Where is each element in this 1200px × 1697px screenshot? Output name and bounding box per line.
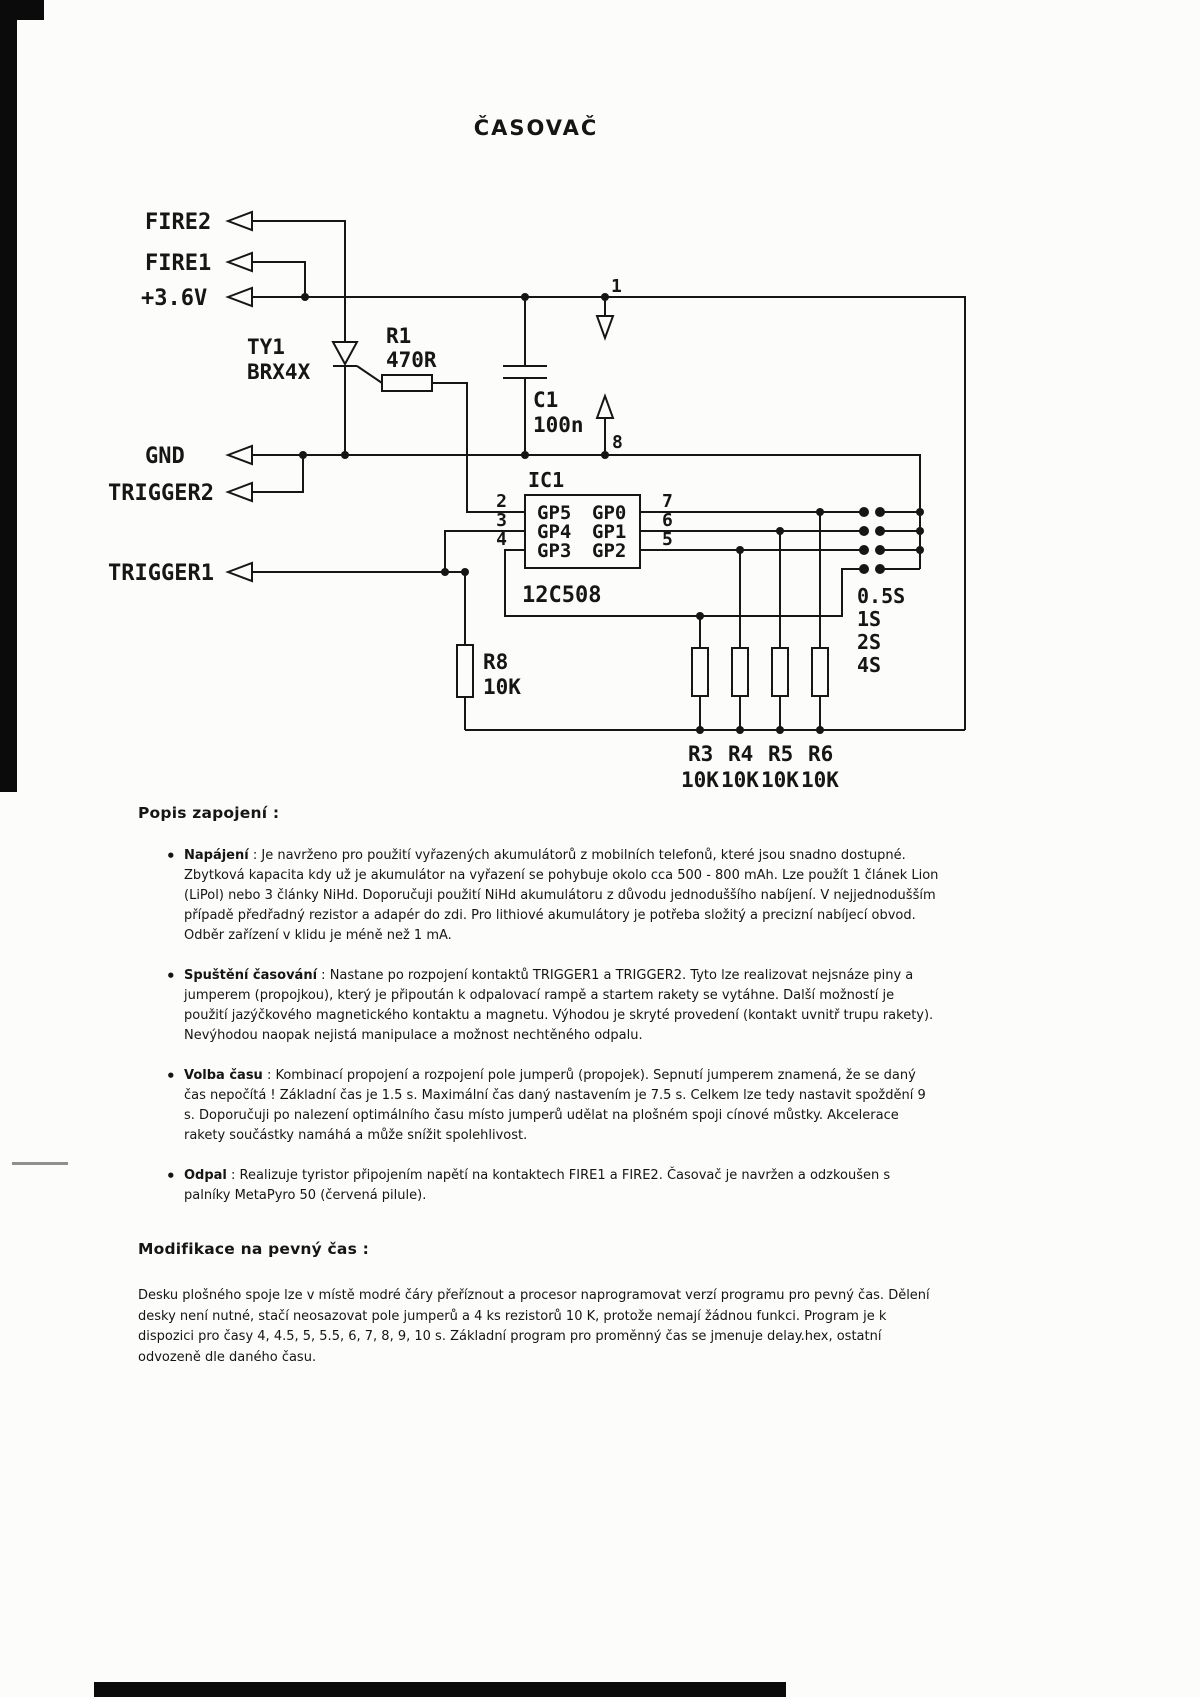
scan-artifact-left-strip [0, 0, 17, 792]
wire-v36-rail [252, 296, 966, 730]
label-jumper-1s: 1S [857, 607, 881, 631]
bullet-marker: • [166, 847, 176, 865]
r5-body [771, 647, 789, 697]
scan-artifact-dash [12, 1162, 68, 1165]
wire-gp4-link [444, 530, 525, 572]
label-c1-ref: C1 [533, 388, 558, 412]
label-pin5: 5 [662, 529, 673, 550]
ic1-row3-left: GP3 [537, 540, 571, 562]
text-column: Popis zapojení : • Napájení : Je navržen… [138, 804, 948, 1368]
ic1-row1-right: GP0 [592, 502, 626, 524]
r3-body [691, 647, 709, 697]
bullet-power: • Napájení : Je navrženo pro použití vyř… [166, 846, 948, 946]
bullet-power-lead: Napájení [184, 848, 249, 863]
wire-fire2 [252, 220, 346, 342]
bullet-marker: • [166, 1067, 176, 1085]
wire-fire1 [252, 261, 306, 297]
bullet-time-select-lead: Volba času [184, 1068, 263, 1083]
label-r8-ref: R8 [483, 650, 508, 674]
modification-heading: Modifikace na pevný čas : [138, 1240, 370, 1258]
label-r1-value: 470R [386, 348, 437, 372]
label-v36: +3.6V [141, 286, 207, 311]
label-ty1-ref: TY1 [247, 335, 285, 359]
pin1-arrow [595, 315, 615, 341]
label-r4-value: 10K [721, 768, 759, 792]
label-r8-value: 10K [483, 675, 521, 699]
label-r5-value: 10K [761, 768, 799, 792]
thyristor-triangle [331, 341, 359, 367]
label-gnd: GND [145, 444, 185, 469]
r4-body [731, 647, 749, 697]
scan-artifact-corner [0, 0, 44, 20]
label-r5-ref: R5 [768, 742, 793, 766]
bullet-time-select-text: Volba času : Kombinací propojení a rozpo… [184, 1068, 926, 1143]
page-title: ČASOVAČ [473, 116, 599, 140]
bullet-time-select: • Volba času : Kombinací propojení a roz… [166, 1066, 948, 1146]
connector-arrow-fire2 [225, 210, 253, 232]
ic1-row1-left: GP5 [537, 502, 571, 524]
bullet-fire-text: Odpal : Realizuje tyristor připojením na… [184, 1168, 891, 1203]
label-pin4: 4 [496, 529, 507, 550]
label-pin2: 2 [496, 491, 507, 512]
label-fire2: FIRE2 [145, 210, 211, 235]
connector-arrow-v36 [225, 286, 253, 308]
modification-text: Desku plošného spoje lze v místě modré č… [138, 1288, 930, 1365]
bullet-fire-lead: Odpal [184, 1168, 227, 1183]
label-ic1-part: 12C508 [522, 583, 601, 608]
label-pin-top: 1 [611, 276, 622, 297]
wire-trigger2 [252, 455, 304, 493]
label-r4-ref: R4 [728, 742, 753, 766]
label-r6-value: 10K [801, 768, 839, 792]
description-heading: Popis zapojení : [138, 804, 280, 822]
r6-body [811, 647, 829, 697]
junction-dots [299, 293, 924, 734]
label-pin-bottom: 8 [612, 432, 623, 453]
label-pin6: 6 [662, 510, 673, 531]
label-pin3: 3 [496, 510, 507, 531]
bullet-marker: • [166, 967, 176, 985]
r1-body [381, 374, 433, 392]
jumper-pins [859, 507, 885, 574]
connector-arrow-trigger2 [225, 481, 253, 503]
connector-arrow-gnd [225, 444, 253, 466]
bullet-trigger-lead: Spuštění časování [184, 968, 318, 983]
bullet-power-text: Napájení : Je navrženo pro použití vyřaz… [184, 848, 939, 943]
circuit-schematic: FIRE2 FIRE1 +3.6V GND TRIGGER2 TRIGGER1 … [108, 210, 966, 792]
label-r6-ref: R6 [808, 742, 833, 766]
label-c1-value: 100n [533, 413, 584, 437]
label-fire1: FIRE1 [145, 251, 211, 276]
bullet-marker: • [166, 1167, 176, 1185]
label-jumper-4s: 4S [857, 653, 881, 677]
bullet-fire: • Odpal : Realizuje tyristor připojením … [166, 1166, 948, 1206]
bullet-trigger: • Spuštění časování : Nastane po rozpoje… [166, 966, 948, 1046]
label-ty1-value: BRX4X [247, 360, 311, 384]
r8-body [456, 644, 474, 698]
ic1-body [524, 494, 641, 569]
label-jumper-2s: 2S [857, 630, 881, 654]
ic1-row3-right: GP2 [592, 540, 626, 562]
label-ic1-ref: IC1 [528, 468, 564, 492]
ic1-row2-right: GP1 [592, 521, 626, 543]
label-trigger2: TRIGGER2 [108, 481, 214, 506]
label-jumper-05s: 0.5S [857, 584, 905, 608]
bullet-trigger-text: Spuštění časování : Nastane po rozpojení… [184, 968, 934, 1043]
label-r3-value: 10K [681, 768, 719, 792]
label-pin7: 7 [662, 491, 673, 512]
pin8-arrow [595, 393, 615, 419]
ic1-row2-left: GP4 [537, 521, 571, 543]
label-r1-ref: R1 [386, 324, 411, 348]
label-r3-ref: R3 [688, 742, 713, 766]
connector-arrow-trigger1 [225, 561, 253, 583]
connector-arrow-fire1 [225, 251, 253, 273]
c1-plates [503, 365, 547, 379]
wire-gp3-net [504, 549, 864, 617]
scan-artifact-bottom-bar [94, 1682, 786, 1697]
schematic-labels: FIRE2 FIRE1 +3.6V GND TRIGGER2 TRIGGER1 … [108, 210, 905, 792]
wire-r1-to-gp5 [432, 382, 525, 513]
label-trigger1: TRIGGER1 [108, 561, 214, 586]
description-list: • Napájení : Je navrženo pro použití vyř… [138, 846, 948, 1206]
wire-gate-to-r1 [356, 365, 383, 384]
schematic-symbols [225, 210, 829, 698]
